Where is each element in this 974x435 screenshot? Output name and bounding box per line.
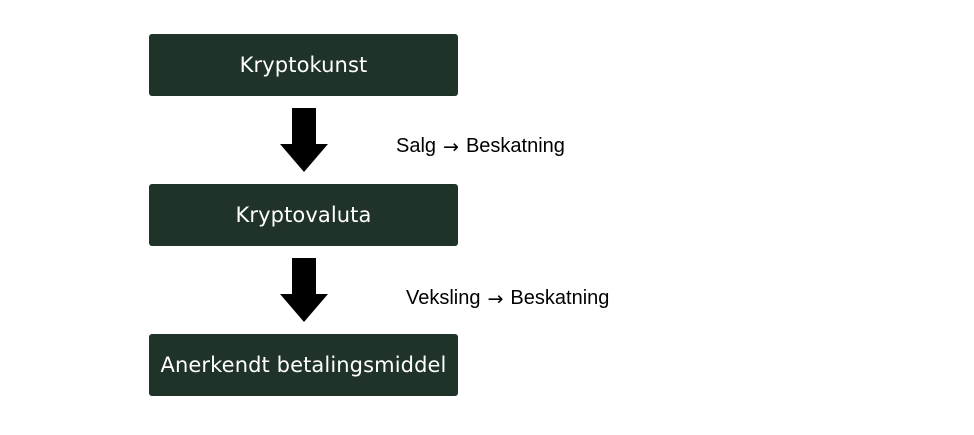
- transition-note-salg: Salg → Beskatning: [396, 135, 565, 158]
- transition-action: Salg: [396, 135, 437, 157]
- right-arrow-icon: →: [443, 135, 459, 158]
- box-label-anerkendt-betalingsmiddel: Anerkendt betalingsmiddel: [160, 353, 447, 377]
- right-arrow-icon: →: [487, 287, 504, 310]
- down-arrow-icon: [280, 108, 328, 172]
- box-kryptokunst: Kryptokunst: [149, 34, 458, 96]
- box-label-kryptovaluta: Kryptovaluta: [235, 203, 372, 227]
- box-kryptovaluta: Kryptovaluta: [149, 184, 458, 246]
- down-arrow-icon: [280, 258, 328, 322]
- transition-result: Beskatning: [510, 287, 610, 309]
- transition-note-veksling: Veksling → Beskatning: [406, 287, 609, 310]
- transition-action: Veksling: [406, 287, 481, 309]
- box-anerkendt-betalingsmiddel: Anerkendt betalingsmiddel: [149, 334, 458, 396]
- box-label-kryptokunst: Kryptokunst: [239, 53, 368, 77]
- transition-result: Beskatning: [465, 135, 565, 157]
